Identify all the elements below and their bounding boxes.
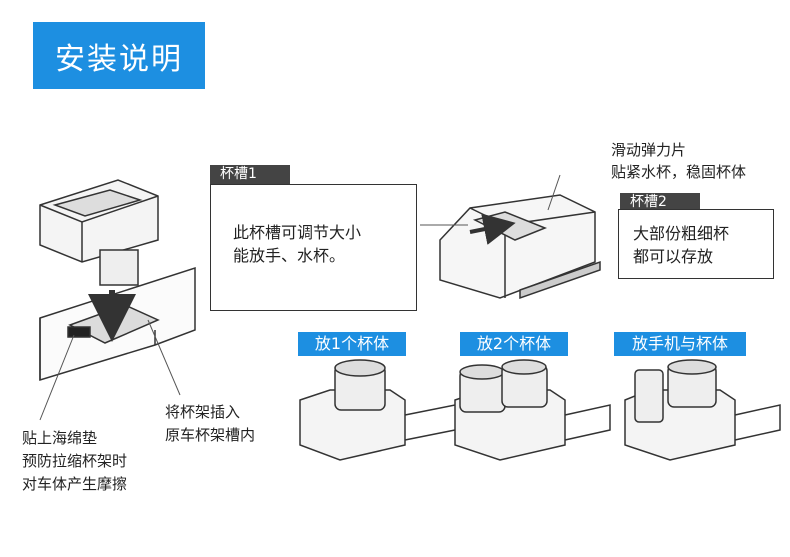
sponge-line-1: 贴上海绵垫	[22, 429, 98, 447]
insert-line-1: 将杯架插入	[165, 403, 241, 421]
usage-illustration-3	[624, 359, 781, 461]
spring-line-1: 滑动弹力片	[611, 141, 687, 159]
install-illustration	[39, 179, 196, 382]
page-title: 安装说明	[33, 22, 205, 89]
insert-line-2: 原车杯架槽内	[165, 426, 256, 444]
usage-label-3: 放手机与杯体	[614, 332, 746, 356]
usage-label-1: 放1个杯体	[298, 332, 406, 356]
cup-slot-1-line-1: 此杯槽可调节大小	[233, 223, 362, 242]
usage-label-2: 放2个杯体	[460, 332, 568, 356]
cup-slot-1-line-2: 能放手、水杯。	[233, 246, 346, 265]
cup-slot-1-callout	[210, 184, 417, 311]
sponge-line-3: 对车体产生摩擦	[22, 475, 128, 493]
cup-slot-2-line-2: 都可以存放	[633, 247, 714, 266]
cup-slot-2-callout	[618, 209, 774, 279]
spring-line-2: 贴紧水杯，稳固杯体	[611, 163, 747, 181]
cup-slot-2-tag: 杯槽2	[620, 193, 700, 212]
cup-slot-2-line-1: 大部份粗细杯	[633, 224, 730, 243]
cup-slot-1-tag: 杯槽1	[210, 165, 290, 184]
adjustable-holder-illustration	[439, 194, 601, 300]
usage-illustration-1	[299, 359, 481, 461]
sponge-line-2: 预防拉缩杯架时	[22, 452, 128, 470]
usage-illustration-2	[454, 359, 611, 461]
